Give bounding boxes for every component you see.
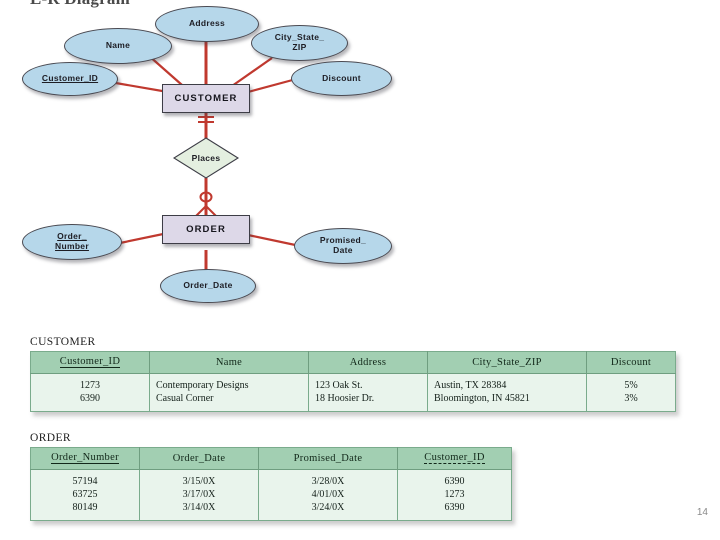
order-table-head: Order_Number Order_Date Promised_Date Cu… xyxy=(30,447,512,470)
cell-customer-id: 1273 xyxy=(444,489,465,500)
cell-city-state-zip: Austin, TX 28384 xyxy=(427,373,587,392)
attribute-discount[interactable]: Discount xyxy=(291,61,392,96)
relationship-label: Places xyxy=(191,153,221,163)
cell-customer-id: 6390 xyxy=(30,392,150,412)
table-row[interactable]: 1273 Contemporary Designs 123 Oak St. Au… xyxy=(30,373,676,392)
order-table-body: 57194 3/15/0X 3/28/0X 6390 63725 3/17/0X… xyxy=(30,469,512,521)
cell-customer-id: 6390 xyxy=(444,502,465,513)
cell-name: Casual Corner xyxy=(149,392,309,412)
connector-promised-date xyxy=(247,233,301,248)
th-customer-id[interactable]: Customer_ID xyxy=(30,351,150,374)
th-order-date[interactable]: Order_Date xyxy=(139,447,259,470)
connector-name xyxy=(147,54,183,86)
customer-relation-block: CUSTOMER Customer_ID Name Address City_S… xyxy=(30,336,676,412)
th-customer-id-fk[interactable]: Customer_ID xyxy=(397,447,512,470)
customer-table-body: 1273 Contemporary Designs 123 Oak St. Au… xyxy=(30,373,676,412)
cell-order-number: 63725 xyxy=(30,488,140,501)
th-discount[interactable]: Discount xyxy=(586,351,676,374)
attribute-customer-id[interactable]: Customer_ID xyxy=(22,62,118,96)
attribute-order-number[interactable]: Order_ Number xyxy=(22,224,122,260)
th-city-state-zip[interactable]: City_State_ZIP xyxy=(427,351,587,374)
cell-discount: 3% xyxy=(624,393,638,404)
relationship-places[interactable]: Places xyxy=(172,136,240,180)
cardinality-zero-circle xyxy=(199,191,213,203)
th-address[interactable]: Address xyxy=(308,351,428,374)
order-table: Order_Number Order_Date Promised_Date Cu… xyxy=(30,447,512,521)
customer-table-head: Customer_ID Name Address City_State_ZIP … xyxy=(30,351,676,374)
cell-city-state-zip: Bloomington, IN 45821 xyxy=(427,392,587,412)
order-header-row: Order_Number Order_Date Promised_Date Cu… xyxy=(30,447,512,470)
cell-order-number: 80149 xyxy=(30,501,140,521)
th-order-number[interactable]: Order_Number xyxy=(30,447,140,470)
order-table-caption: ORDER xyxy=(30,432,71,444)
cell-discount: 5% xyxy=(624,380,638,391)
cell-order-number: 57194 xyxy=(30,469,140,488)
cell-order-date: 3/17/0X xyxy=(139,488,259,501)
attribute-order-date[interactable]: Order_Date xyxy=(160,269,256,303)
attribute-city-state-zip[interactable]: City_State_ ZIP xyxy=(251,25,348,61)
attribute-address[interactable]: Address xyxy=(155,6,259,42)
connector-city-state-zip xyxy=(231,57,273,87)
cell-customer-id: 6390 xyxy=(444,476,465,487)
cell-address: 18 Hoosier Dr. xyxy=(308,392,428,412)
entity-order[interactable]: ORDER xyxy=(162,215,250,244)
cell-promised-date: 4/01/0X xyxy=(258,488,398,501)
cell-order-date: 3/15/0X xyxy=(139,469,259,488)
cell-address: 123 Oak St. xyxy=(308,373,428,392)
cell-order-date: 3/14/0X xyxy=(139,501,259,521)
customer-header-row: Customer_ID Name Address City_State_ZIP … xyxy=(30,351,676,374)
entity-customer[interactable]: CUSTOMER xyxy=(162,84,250,113)
cell-promised-date: 3/28/0X xyxy=(258,469,398,488)
connector-customer-id xyxy=(109,80,169,94)
page-title: E-R Diagram xyxy=(30,0,130,9)
table-row[interactable]: 63725 3/17/0X 4/01/0X 1273 xyxy=(30,488,512,501)
order-relation-block: ORDER Order_Number Order_Date Promised_D… xyxy=(30,432,512,521)
cell-name: Contemporary Designs xyxy=(149,373,309,392)
table-row[interactable]: 80149 3/14/0X 3/24/0X 6390 xyxy=(30,501,512,521)
customer-table: Customer_ID Name Address City_State_ZIP … xyxy=(30,351,676,412)
diamond-shape xyxy=(172,137,240,179)
attribute-promised-date[interactable]: Promised_ Date xyxy=(294,228,392,264)
table-row[interactable]: 57194 3/15/0X 3/28/0X 6390 xyxy=(30,469,512,488)
th-name[interactable]: Name xyxy=(149,351,309,374)
table-row[interactable]: 6390 Casual Corner 18 Hoosier Dr. Bloomi… xyxy=(30,392,676,412)
customer-table-caption: CUSTOMER xyxy=(30,336,96,348)
attribute-name[interactable]: Name xyxy=(64,28,172,64)
er-diagram: Customer_ID Name Address City_State_ ZIP… xyxy=(0,0,420,315)
cell-promised-date: 3/24/0X xyxy=(258,501,398,521)
th-promised-date[interactable]: Promised_Date xyxy=(258,447,398,470)
page-number: 14 xyxy=(696,507,708,518)
cell-customer-id: 1273 xyxy=(30,373,150,392)
connector-order-number xyxy=(119,231,169,245)
